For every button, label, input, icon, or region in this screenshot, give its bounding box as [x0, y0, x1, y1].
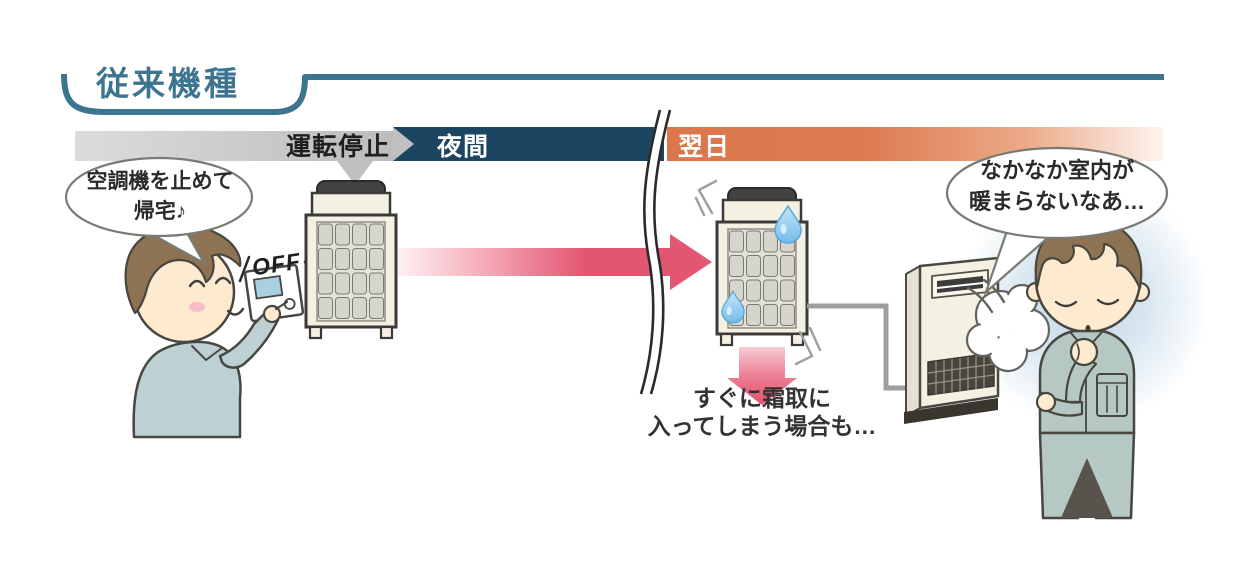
speech-bubble-right-text: なかなか室内が 暖まらないなあ…	[946, 155, 1168, 217]
speech-bubble-left-text: 空調機を止めて 帰宅♪	[66, 167, 254, 227]
outdoor-unit-before	[304, 179, 398, 340]
timeline-night-label: 夜間	[437, 133, 490, 161]
shake-marks	[694, 179, 822, 366]
speech-line: なかなか室内が	[979, 158, 1134, 183]
timeline-bar	[75, 127, 1163, 185]
speech-line: 帰宅♪	[133, 200, 187, 223]
timeline-pointer-triangle	[337, 161, 373, 185]
frost-arrow-down	[727, 347, 797, 405]
title-bracket-line	[61, 73, 1164, 115]
frost-note-line: すぐに霜取に	[693, 385, 831, 411]
timeline-night-segment	[393, 127, 664, 161]
speech-bubble-left	[64, 156, 254, 266]
timeline-stop-label: 運転停止	[286, 133, 391, 161]
timeline-nextday-label: 翌日	[678, 133, 731, 161]
speech-line: 暖まらないなあ…	[968, 189, 1145, 214]
time-break-wave	[639, 108, 672, 396]
section-title: 従来機種	[96, 65, 240, 102]
frost-note-line: 入ってしまう場合も…	[647, 413, 877, 439]
timeline-chevron	[393, 127, 414, 161]
worker-illustration	[1025, 218, 1151, 520]
frost-note: すぐに霜取に 入ってしまう場合も…	[637, 384, 887, 440]
timeline-gray-segment	[75, 131, 395, 161]
flow-arrow-right	[398, 234, 712, 290]
off-emphasis-left	[238, 255, 251, 283]
speech-bubble-right	[945, 146, 1169, 296]
speech-line: 空調機を止めて	[86, 170, 234, 193]
resident-illustration	[124, 224, 289, 439]
